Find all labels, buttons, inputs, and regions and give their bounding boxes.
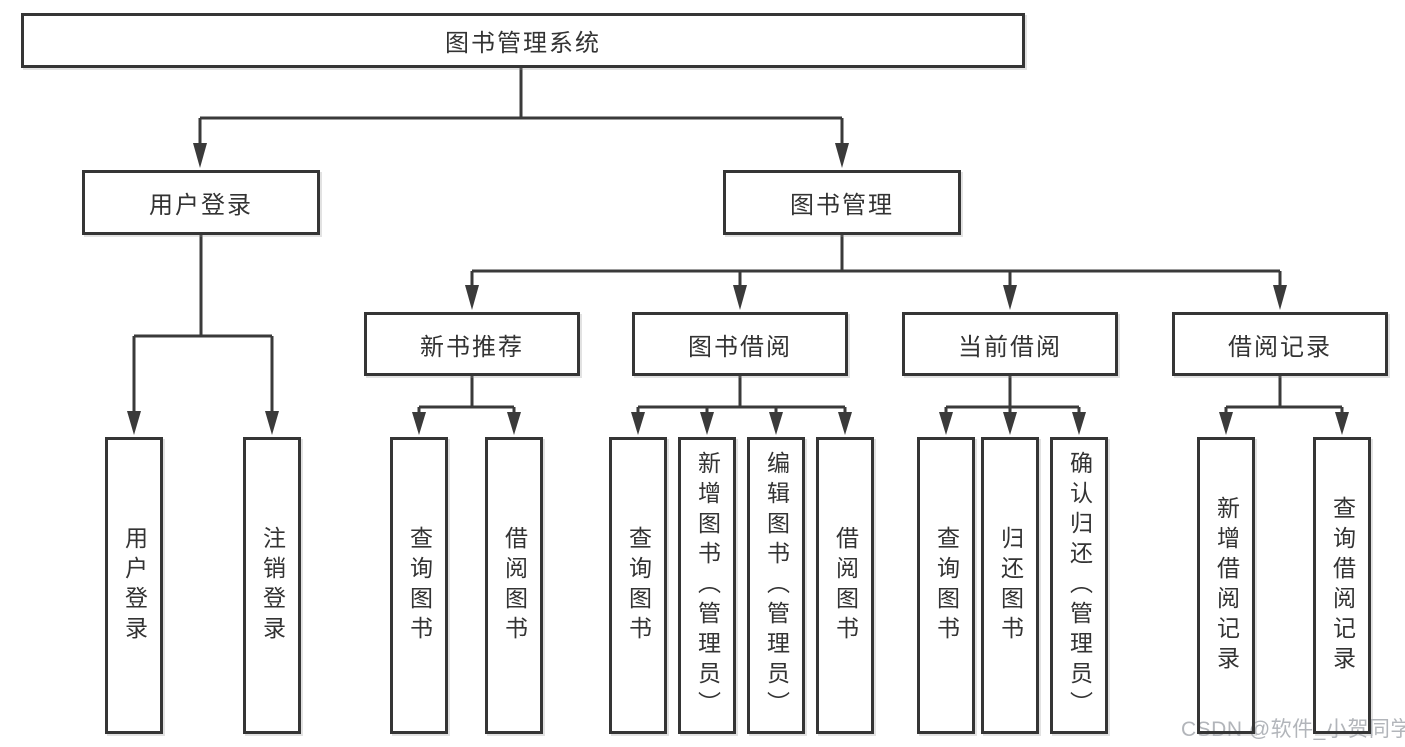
arrowhead-icon — [631, 412, 645, 435]
arrowhead-icon — [507, 412, 521, 435]
arrowhead-icon — [1273, 285, 1287, 310]
node-label: 当前借阅 — [958, 333, 1062, 361]
watermark: CSDN @软件_小贺同学 — [1181, 718, 1405, 741]
leaf-query-borrow-record: 查询借阅记录 — [1313, 437, 1371, 734]
arrowhead-icon — [835, 143, 849, 168]
arrowhead-icon — [769, 412, 783, 435]
arrowhead-icon — [700, 412, 714, 435]
arrowhead-icon — [265, 411, 279, 435]
node-label: 查询图书 — [625, 525, 652, 646]
node-book-borrow: 图书借阅 — [632, 312, 848, 376]
leaf-borrow-books-recommend: 借阅图书 — [485, 437, 543, 734]
arrowhead-icon — [838, 412, 852, 435]
leaf-add-books-admin: 新增图书（管理员） — [678, 437, 736, 734]
leaf-user-login: 用户登录 — [105, 437, 163, 734]
node-label: 借阅记录 — [1228, 333, 1332, 361]
node-new-book-recommend: 新书推荐 — [364, 312, 580, 376]
connector-book-mgmt-to-level3 — [465, 235, 1287, 310]
arrowhead-icon — [412, 412, 426, 435]
arrowhead-icon — [1072, 412, 1086, 435]
node-label: 确认归还（管理员） — [1066, 450, 1093, 721]
node-borrow-record: 借阅记录 — [1172, 312, 1388, 376]
node-label: 新增借阅记录 — [1213, 495, 1240, 676]
connector-book-borrow-children — [631, 376, 852, 435]
leaf-confirm-return-admin: 确认归还（管理员） — [1050, 437, 1108, 734]
node-label: 查询图书 — [933, 525, 960, 646]
node-label: 归还图书 — [997, 525, 1024, 646]
node-label: 借阅图书 — [832, 525, 859, 646]
leaf-query-books-borrow: 查询图书 — [609, 437, 667, 734]
leaf-query-books-recommend: 查询图书 — [390, 437, 448, 734]
node-label: 新增图书（管理员） — [694, 450, 721, 721]
leaf-borrow-books: 借阅图书 — [816, 437, 874, 734]
node-label: 图书管理 — [790, 192, 894, 219]
connector-borrow-record-children — [1219, 376, 1349, 435]
arrowhead-icon — [939, 412, 953, 435]
node-book-management: 图书管理 — [723, 170, 961, 235]
connector-root-to-level2 — [193, 68, 849, 168]
arrowhead-icon — [1335, 412, 1349, 435]
leaf-return-books: 归还图书 — [981, 437, 1039, 734]
node-label: 新书推荐 — [420, 333, 524, 361]
arrowhead-icon — [1003, 412, 1017, 435]
arrowhead-icon — [193, 143, 207, 168]
leaf-query-books-current: 查询图书 — [917, 437, 975, 734]
arrowhead-icon — [1003, 285, 1017, 310]
leaf-add-borrow-record: 新增借阅记录 — [1197, 437, 1255, 734]
connector-current-borrow-children — [939, 376, 1086, 435]
arrowhead-icon — [127, 411, 141, 435]
connector-new-book-children — [412, 376, 521, 435]
arrowhead-icon — [1219, 412, 1233, 435]
leaf-logout: 注销登录 — [243, 437, 301, 734]
leaf-edit-books-admin: 编辑图书（管理员） — [747, 437, 805, 734]
node-label: 查询图书 — [406, 525, 433, 646]
node-label: 借阅图书 — [501, 525, 528, 646]
node-label: 图书借阅 — [688, 333, 792, 361]
arrowhead-icon — [465, 285, 479, 310]
node-label: 用户登录 — [121, 525, 148, 646]
node-label: 用户登录 — [149, 192, 253, 219]
node-current-borrow: 当前借阅 — [902, 312, 1118, 376]
arrowhead-icon — [733, 285, 747, 310]
node-label: 查询借阅记录 — [1329, 495, 1356, 676]
connector-user-login-children — [127, 235, 279, 435]
node-user-login: 用户登录 — [82, 170, 320, 235]
node-label: 注销登录 — [259, 525, 286, 646]
node-system-root: 图书管理系统 — [21, 13, 1025, 68]
node-label: 编辑图书（管理员） — [763, 450, 790, 721]
node-label: 图书管理系统 — [445, 30, 601, 57]
